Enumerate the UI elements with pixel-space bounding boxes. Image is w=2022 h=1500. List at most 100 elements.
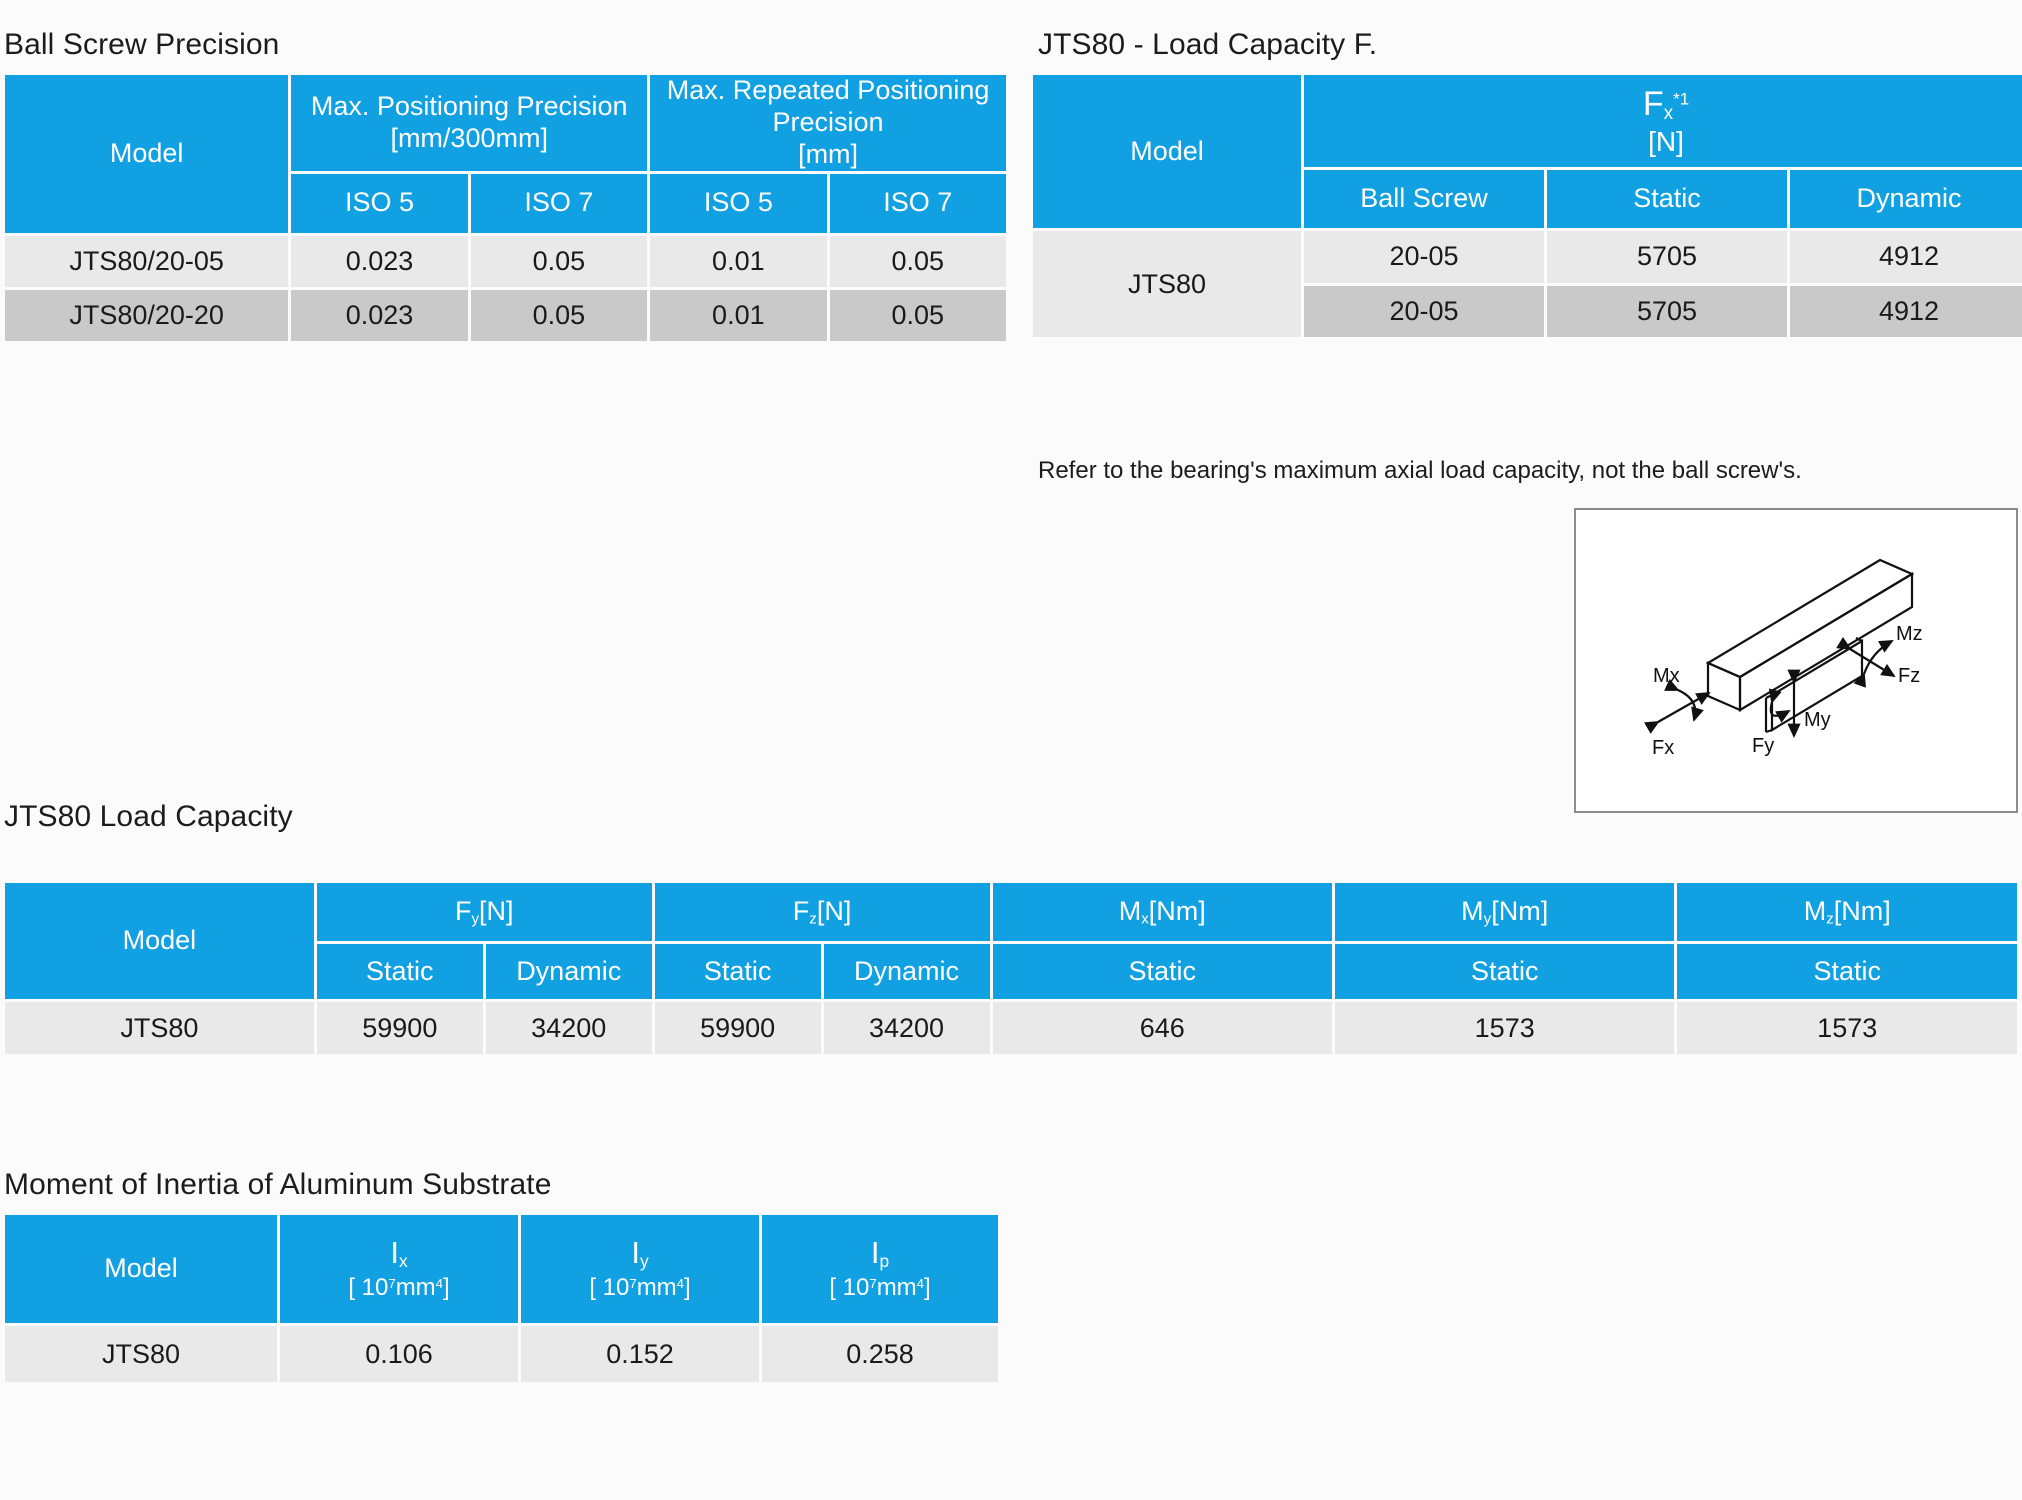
header-fx-unit: [N]: [1648, 126, 1684, 158]
header-fz-unit: [N]: [816, 895, 852, 926]
header-my-static: Static: [1334, 944, 1675, 999]
header-iso5-positioning: ISO 5: [291, 173, 468, 233]
header-iy-symbol: Iy: [631, 1234, 649, 1271]
header-mz-subscript: z: [1826, 910, 1834, 928]
header-max-repeated-label: Max. Repeated Positioning Precision: [666, 75, 990, 137]
cell-pos-iso5: 0.023: [291, 289, 468, 341]
load-capacity-fx-title: JTS80 - Load Capacity F.: [1038, 28, 1378, 61]
cell-mx-static: 646: [992, 1002, 1332, 1054]
cell-ip: 0.258: [762, 1326, 998, 1382]
ball-screw-precision-table: Model Max. Positioning Precision [mm/300…: [2, 72, 1009, 344]
header-ip-unit: [ 107mm4]: [829, 1274, 931, 1302]
cell-model: JTS80: [5, 1002, 314, 1054]
beam-front-face: [1738, 572, 1914, 712]
label-fy: Fy: [1752, 735, 1774, 757]
jts80-load-capacity-table: Model Fy[N] Fz[N] Mx[Nm] My[Nm] Mz[Nm] S…: [2, 880, 2020, 1057]
header-ix-symbol: Ix: [390, 1234, 408, 1271]
cell-my-static: 1573: [1334, 1002, 1675, 1054]
cell-pos-iso7: 0.05: [470, 235, 648, 287]
header-max-positioning-unit: [mm/300mm]: [390, 122, 548, 153]
table-row: JTS80/20-20 0.023 0.05 0.01 0.05: [5, 289, 1006, 341]
label-mz: Mz: [1896, 623, 1923, 645]
header-fz-static: Static: [654, 944, 821, 999]
header-model: Model: [5, 1215, 277, 1323]
header-iy-subscript: y: [639, 1250, 649, 1271]
header-fz-dynamic: Dynamic: [823, 944, 990, 999]
table-row: JTS80 59900 34200 59900 34200 646 1573 1…: [5, 1002, 2017, 1054]
header-iso5-repeated: ISO 5: [650, 173, 827, 233]
header-ix-unit: [ 107mm4]: [348, 1274, 450, 1302]
header-my-symbol: M: [1461, 895, 1484, 926]
header-mz-symbol: M: [1803, 895, 1827, 926]
header-fz-symbol: F: [792, 895, 810, 926]
header-mx: Mx[Nm]: [992, 883, 1332, 941]
label-fz: Fz: [1898, 665, 1920, 687]
moment-of-inertia-table: Model Ix [ 107mm4] Iy [ 107mm4] Ip [ 107…: [2, 1212, 1001, 1385]
header-fz-subscript: z: [809, 910, 817, 928]
header-ball-screw: Ball Screw: [1304, 170, 1544, 228]
mx-moment-arc: [1664, 678, 1704, 722]
header-dynamic: Dynamic: [1790, 170, 2022, 228]
header-my-subscript: y: [1483, 910, 1492, 928]
cell-dynamic: 4912: [1790, 231, 2022, 283]
header-mz-static: Static: [1677, 944, 2017, 999]
header-iso7-positioning: ISO 7: [470, 173, 648, 233]
header-mz: Mz[Nm]: [1677, 883, 2017, 941]
cell-fz-static: 59900: [654, 1002, 821, 1054]
my-moment-arc: [1768, 688, 1791, 723]
header-mx-static: Static: [992, 944, 1332, 999]
cell-fz-dynamic: 34200: [823, 1002, 990, 1054]
table-row: 20-05 5705 4912: [1033, 285, 2022, 337]
label-mx: Mx: [1653, 665, 1680, 687]
header-ix-subscript: x: [398, 1250, 408, 1271]
header-model: Model: [5, 75, 289, 233]
header-my-unit: [Nm]: [1491, 895, 1549, 926]
header-mx-symbol: M: [1118, 895, 1142, 926]
beam-force-diagram-svg: Mx Fx Fy My Mz Fz: [1644, 558, 1923, 759]
axial-load-note: Refer to the bearing's maximum axial loa…: [1038, 457, 1802, 484]
cell-model: JTS80: [5, 1326, 277, 1382]
table-row: JTS80 0.106 0.152 0.258: [5, 1326, 998, 1382]
header-static: Static: [1547, 170, 1787, 228]
header-ip-subscript: p: [879, 1250, 890, 1271]
cell-static: 5705: [1547, 231, 1787, 283]
header-fx: Fx*1 [N]: [1304, 75, 2022, 167]
beam-top-face: [1705, 558, 1915, 679]
cell-fy-static: 59900: [316, 1002, 483, 1054]
header-iy: Iy [ 107mm4]: [521, 1215, 759, 1323]
cell-model: JTS80/20-20: [5, 289, 289, 341]
header-max-positioning-label: Max. Positioning Precision: [310, 90, 628, 121]
header-my: My[Nm]: [1334, 883, 1675, 941]
header-max-positioning-precision: Max. Positioning Precision [mm/300mm]: [291, 75, 648, 171]
load-capacity-fx-table: Model Fx*1 [N] Ball Screw Static Dynamic…: [1030, 72, 2022, 340]
beam-end-face: [1706, 661, 1742, 712]
header-fy-static: Static: [316, 944, 483, 999]
load-direction-diagram: Mx Fx Fy My Mz Fz: [1574, 508, 2018, 813]
header-model: Model: [1033, 75, 1301, 228]
cell-model: JTS80: [1033, 231, 1301, 337]
fx-arrow: [1644, 692, 1711, 734]
header-fy-symbol: F: [454, 895, 472, 926]
cell-static: 5705: [1547, 285, 1787, 337]
header-mx-unit: [Nm]: [1148, 895, 1206, 926]
header-fx-subscript: x: [1663, 102, 1674, 124]
cell-iy: 0.152: [521, 1326, 759, 1382]
cell-ball-screw: 20-05: [1304, 231, 1544, 283]
header-fz: Fz[N]: [654, 883, 990, 941]
cell-pos-iso7: 0.05: [470, 289, 648, 341]
cell-fy-dynamic: 34200: [485, 1002, 652, 1054]
ball-screw-precision-title: Ball Screw Precision: [4, 28, 280, 61]
header-ip: Ip [ 107mm4]: [762, 1215, 998, 1323]
header-iso7-repeated: ISO 7: [829, 173, 1006, 233]
moment-of-inertia-title: Moment of Inertia of Aluminum Substrate: [4, 1168, 552, 1201]
header-mx-subscript: x: [1141, 910, 1149, 928]
mz-moment-arc: [1853, 640, 1894, 688]
table-row: JTS80/20-05 0.023 0.05 0.01 0.05: [5, 235, 1006, 287]
jts80-load-capacity-title: JTS80 Load Capacity: [4, 800, 293, 833]
cell-pos-iso5: 0.023: [291, 235, 468, 287]
header-fy-dynamic: Dynamic: [485, 944, 652, 999]
header-ip-symbol: Ip: [870, 1234, 890, 1271]
label-fx: Fx: [1652, 737, 1674, 759]
header-fy-unit: [N]: [479, 895, 514, 926]
header-mz-unit: [Nm]: [1833, 895, 1891, 926]
